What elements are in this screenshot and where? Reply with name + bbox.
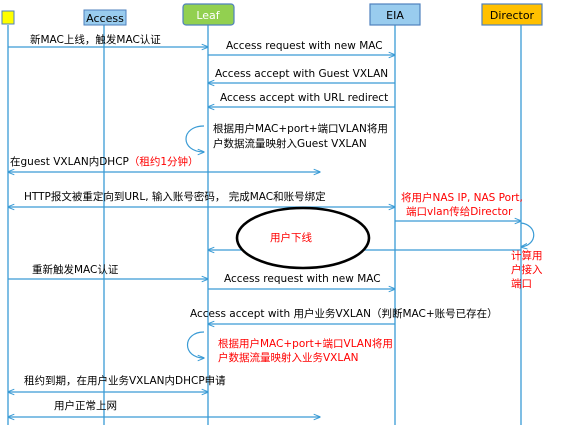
label-map-service-2: 户数据流量映射入业务VXLAN bbox=[218, 351, 359, 364]
loop-director-calc bbox=[521, 222, 535, 247]
actor-leaf: Leaf bbox=[182, 3, 235, 26]
actor-access-label: Access bbox=[86, 12, 124, 25]
actor-eia-label: EIA bbox=[386, 9, 404, 22]
actor-eia: EIA bbox=[369, 3, 421, 26]
label-access-request-1: Access request with new MAC bbox=[226, 40, 383, 52]
label-pass-to-director-2: 端口vlan传给Director bbox=[406, 205, 513, 218]
label-map-service-1: 根据用户MAC+port+端口VLAN将用 bbox=[218, 337, 393, 350]
label-normal-internet: 用户正常上网 bbox=[54, 399, 117, 412]
loop-map-service bbox=[187, 331, 205, 358]
actor-director: Director bbox=[481, 3, 543, 26]
actor-access: Access bbox=[83, 9, 127, 26]
loop-map-guest bbox=[185, 125, 204, 152]
actor-director-label: Director bbox=[490, 9, 535, 22]
actor-terminal bbox=[1, 10, 15, 25]
label-pass-to-director-1: 将用户NAS IP, NAS Port, bbox=[401, 191, 523, 204]
label-calc-port-3: 端口 bbox=[511, 277, 532, 290]
label-map-guest-2: 户数据流量映射入Guest VXLAN bbox=[213, 137, 367, 150]
actor-leaf-label: Leaf bbox=[196, 9, 220, 22]
label-new-mac-online: 新MAC上线，触发MAC认证 bbox=[30, 33, 161, 46]
label-user-offline: 用户下线 bbox=[270, 231, 312, 244]
user-offline-highlight bbox=[235, 206, 371, 270]
label-retrigger-mac-auth: 重新触发MAC认证 bbox=[32, 263, 119, 276]
svg-text:在guest VXLAN内DHCP（租约1分钟）: 在guest VXLAN内DHCP（租约1分钟） bbox=[10, 155, 199, 168]
label-guest-dhcp-lease: （租约1分钟） bbox=[129, 155, 199, 168]
label-access-request-2: Access request with new MAC bbox=[224, 273, 381, 285]
label-accept-url-redirect: Access accept with URL redirect bbox=[220, 92, 388, 104]
label-guest-dhcp: 在guest VXLAN内DHCP bbox=[10, 155, 129, 168]
label-accept-guest: Access accept with Guest VXLAN bbox=[215, 68, 388, 80]
label-http-redirect: HTTP报文被重定向到URL, 输入账号密码， 完成MAC和账号绑定 bbox=[24, 190, 326, 203]
label-map-guest-1: 根据用户MAC+port+端口VLAN将用 bbox=[213, 122, 388, 135]
label-calc-port-1: 计算用 bbox=[511, 249, 543, 262]
label-accept-service-vxlan: Access accept with 用户业务VXLAN（判断MAC+账号已存在… bbox=[190, 307, 498, 320]
label-calc-port-2: 户接入 bbox=[511, 263, 543, 276]
label-service-dhcp: 租约到期，在用户业务VXLAN内DHCP申请 bbox=[24, 374, 226, 387]
